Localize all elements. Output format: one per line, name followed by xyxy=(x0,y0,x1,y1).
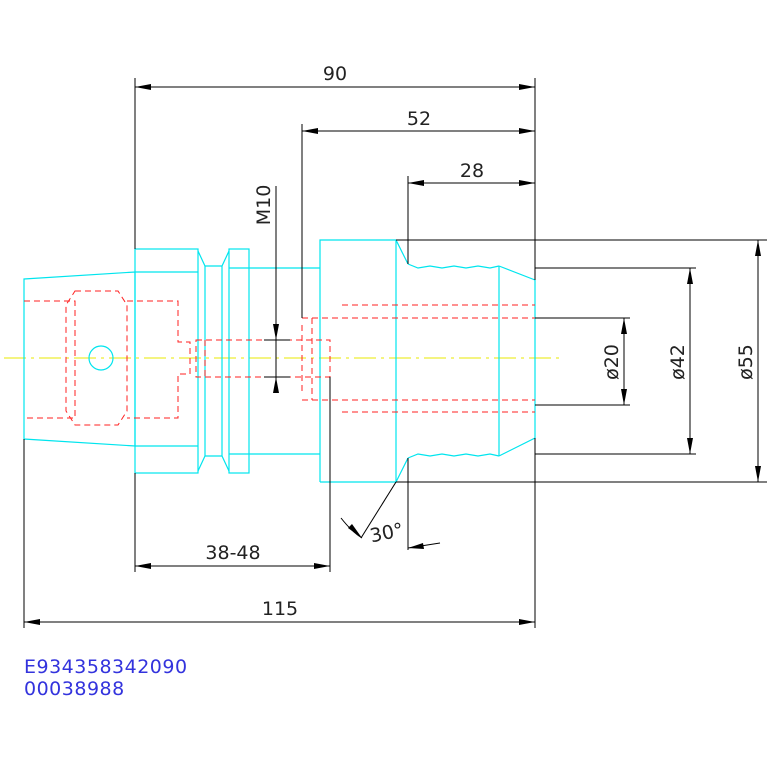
dim-adjust-range: 38-48 xyxy=(205,542,260,564)
dim-thread: M10 xyxy=(253,185,275,226)
dim-diameter-20: ø20 xyxy=(601,344,623,380)
dimension-lines xyxy=(23,78,767,628)
order-number: 00038988 xyxy=(24,678,125,700)
dim-diameter-42: ø42 xyxy=(667,344,689,380)
dim-diameter-55: ø55 xyxy=(735,344,757,380)
dim-overall-length: 90 xyxy=(323,63,347,85)
code-block: E934358342090 00038988 xyxy=(24,656,188,700)
dim-length-52: 52 xyxy=(407,108,431,130)
part-outline xyxy=(23,239,536,483)
dim-length-28: 28 xyxy=(460,160,484,182)
hidden-lines xyxy=(24,290,535,426)
dim-total-length: 115 xyxy=(262,598,298,620)
part-number: E934358342090 xyxy=(24,656,188,678)
dim-angle: 30° xyxy=(368,519,406,548)
